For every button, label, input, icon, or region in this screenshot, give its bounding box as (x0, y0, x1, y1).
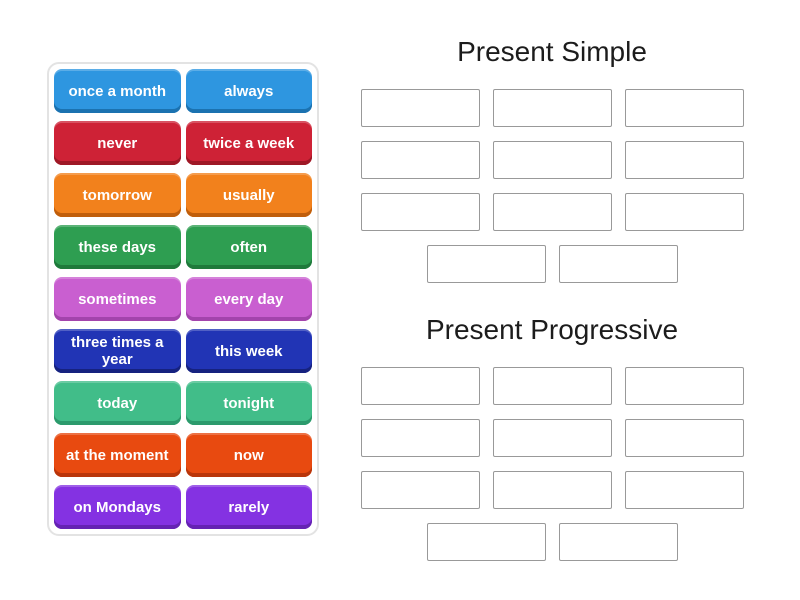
word-tile[interactable]: never (54, 121, 181, 165)
group-title: Present Progressive (425, 314, 679, 345)
drop-slot[interactable] (426, 523, 546, 561)
word-tile[interactable]: tonight (185, 381, 312, 425)
drop-slot[interactable] (624, 141, 744, 179)
word-tile[interactable]: twice a week (185, 121, 312, 165)
word-tile[interactable]: tomorrow (54, 173, 181, 217)
word-tile[interactable]: usually (185, 173, 312, 217)
word-tile[interactable]: once a month (54, 69, 181, 113)
drop-slot[interactable] (492, 419, 612, 457)
drop-slot[interactable] (624, 89, 744, 127)
word-tile[interactable]: every day (185, 277, 312, 321)
drop-slot[interactable] (624, 193, 744, 231)
drop-slot[interactable] (360, 471, 480, 509)
group-title: Present Simple (457, 36, 647, 67)
drop-slot[interactable] (492, 141, 612, 179)
drop-slot[interactable] (360, 141, 480, 179)
word-tile[interactable]: today (54, 381, 181, 425)
drop-slot[interactable] (624, 367, 744, 405)
drop-slot[interactable] (360, 367, 480, 405)
drop-slot[interactable] (624, 419, 744, 457)
word-tile[interactable]: now (185, 433, 312, 477)
drop-slot[interactable] (360, 193, 480, 231)
word-tile[interactable]: these days (54, 225, 181, 269)
word-tile[interactable]: always (185, 69, 312, 113)
group-present-progressive: Present Progressive (360, 314, 744, 561)
group-present-simple: Present Simple (360, 36, 744, 283)
drop-slot[interactable] (426, 245, 546, 283)
drop-slot[interactable] (360, 419, 480, 457)
drop-slot[interactable] (492, 89, 612, 127)
drop-slot[interactable] (558, 523, 678, 561)
word-tile[interactable]: this week (185, 329, 312, 373)
drop-slot[interactable] (360, 89, 480, 127)
word-tile[interactable]: rarely (185, 485, 312, 529)
drop-slot[interactable] (492, 471, 612, 509)
word-tile[interactable]: at the moment (54, 433, 181, 477)
drop-slot[interactable] (492, 193, 612, 231)
word-tile[interactable]: sometimes (54, 277, 181, 321)
slot-area (360, 367, 744, 561)
word-tile[interactable]: on Mondays (54, 485, 181, 529)
word-tile[interactable]: three times a year (54, 329, 181, 373)
word-tile[interactable]: often (185, 225, 312, 269)
drop-slot[interactable] (624, 471, 744, 509)
slot-area (360, 89, 744, 283)
drop-slot[interactable] (492, 367, 612, 405)
drop-slot[interactable] (558, 245, 678, 283)
